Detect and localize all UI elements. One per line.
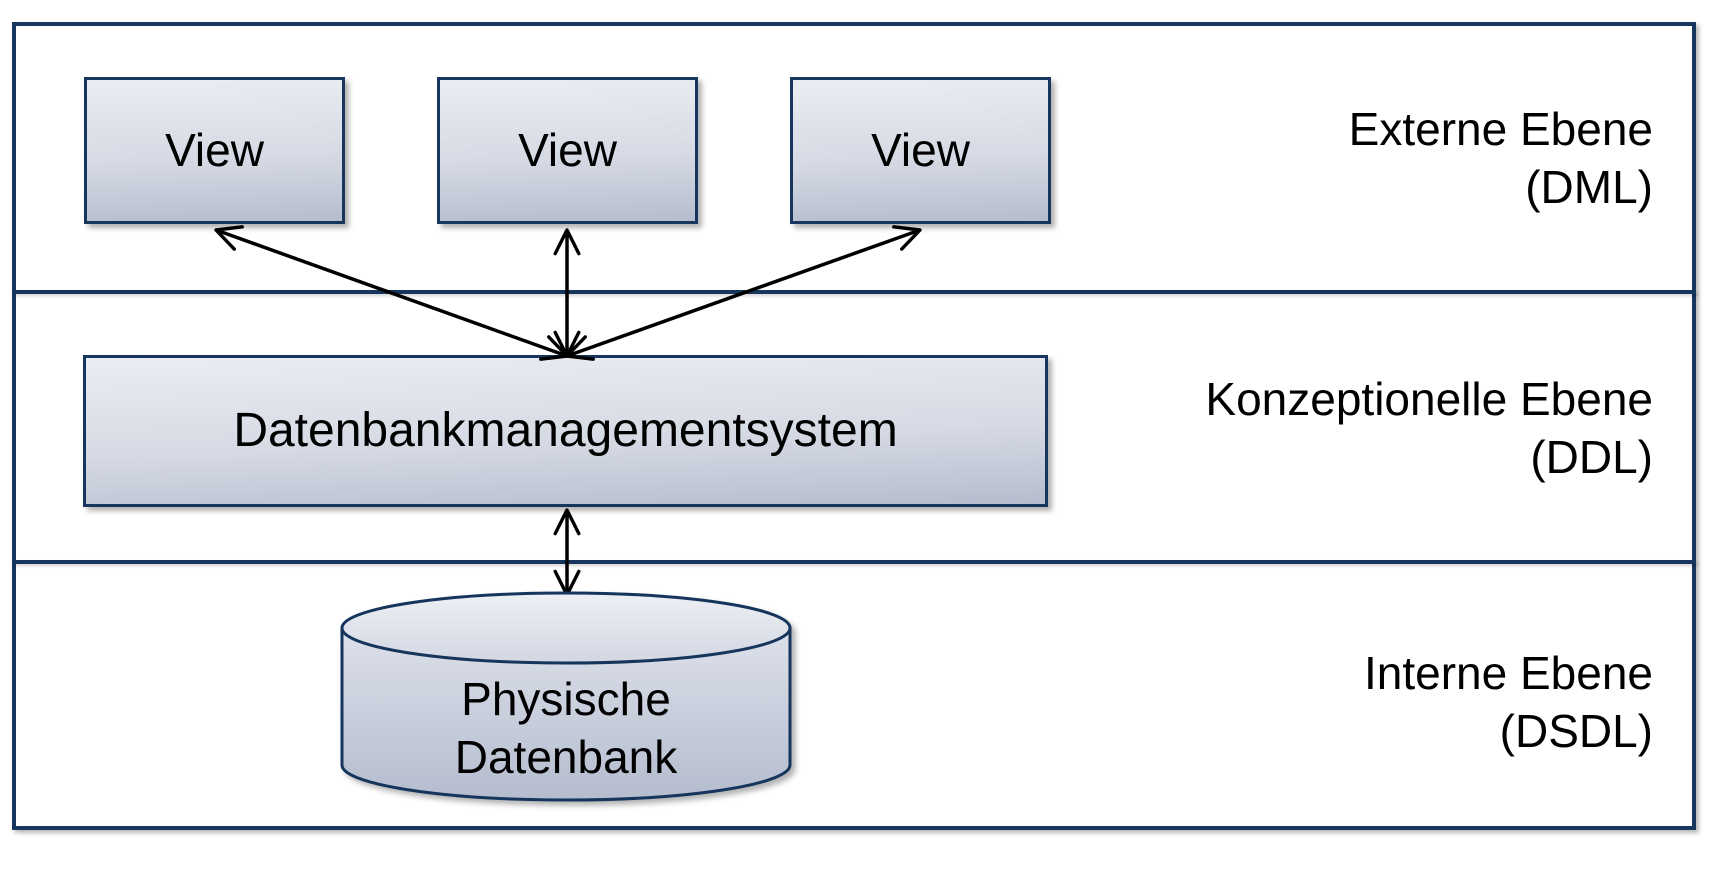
band-label-external-sub: (DML): [1525, 161, 1653, 213]
view-box-2: View: [437, 77, 698, 224]
view-box-1: View: [84, 77, 345, 224]
band-label-internal-title: Interne Ebene: [1363, 647, 1653, 699]
band-label-conceptual: Konzeptionelle Ebene (DDL): [1205, 370, 1653, 486]
band-label-external-title: Externe Ebene: [1348, 103, 1653, 155]
band-label-conceptual-sub: (DDL): [1530, 431, 1653, 483]
band-divider-conceptual-internal: [12, 560, 1696, 564]
view-box-3: View: [790, 77, 1051, 224]
view-box-1-label: View: [165, 124, 264, 177]
band-label-internal-sub: (DSDL): [1499, 705, 1653, 757]
band-label-external: Externe Ebene (DML): [1349, 100, 1653, 216]
band-label-conceptual-title: Konzeptionelle Ebene: [1205, 373, 1653, 425]
view-box-2-label: View: [518, 124, 617, 177]
dbms-box: Datenbankmanagementsystem: [83, 355, 1048, 507]
database-cylinder-label: Physische Datenbank: [342, 652, 790, 804]
band-divider-external-conceptual: [12, 290, 1696, 294]
database-label-line2: Datenbank: [454, 731, 678, 783]
band-label-internal: Interne Ebene (DSDL): [1364, 644, 1653, 760]
dbms-box-label: Datenbankmanagementsystem: [233, 403, 898, 457]
database-label-line1: Physische: [461, 673, 671, 725]
view-box-3-label: View: [871, 124, 970, 177]
